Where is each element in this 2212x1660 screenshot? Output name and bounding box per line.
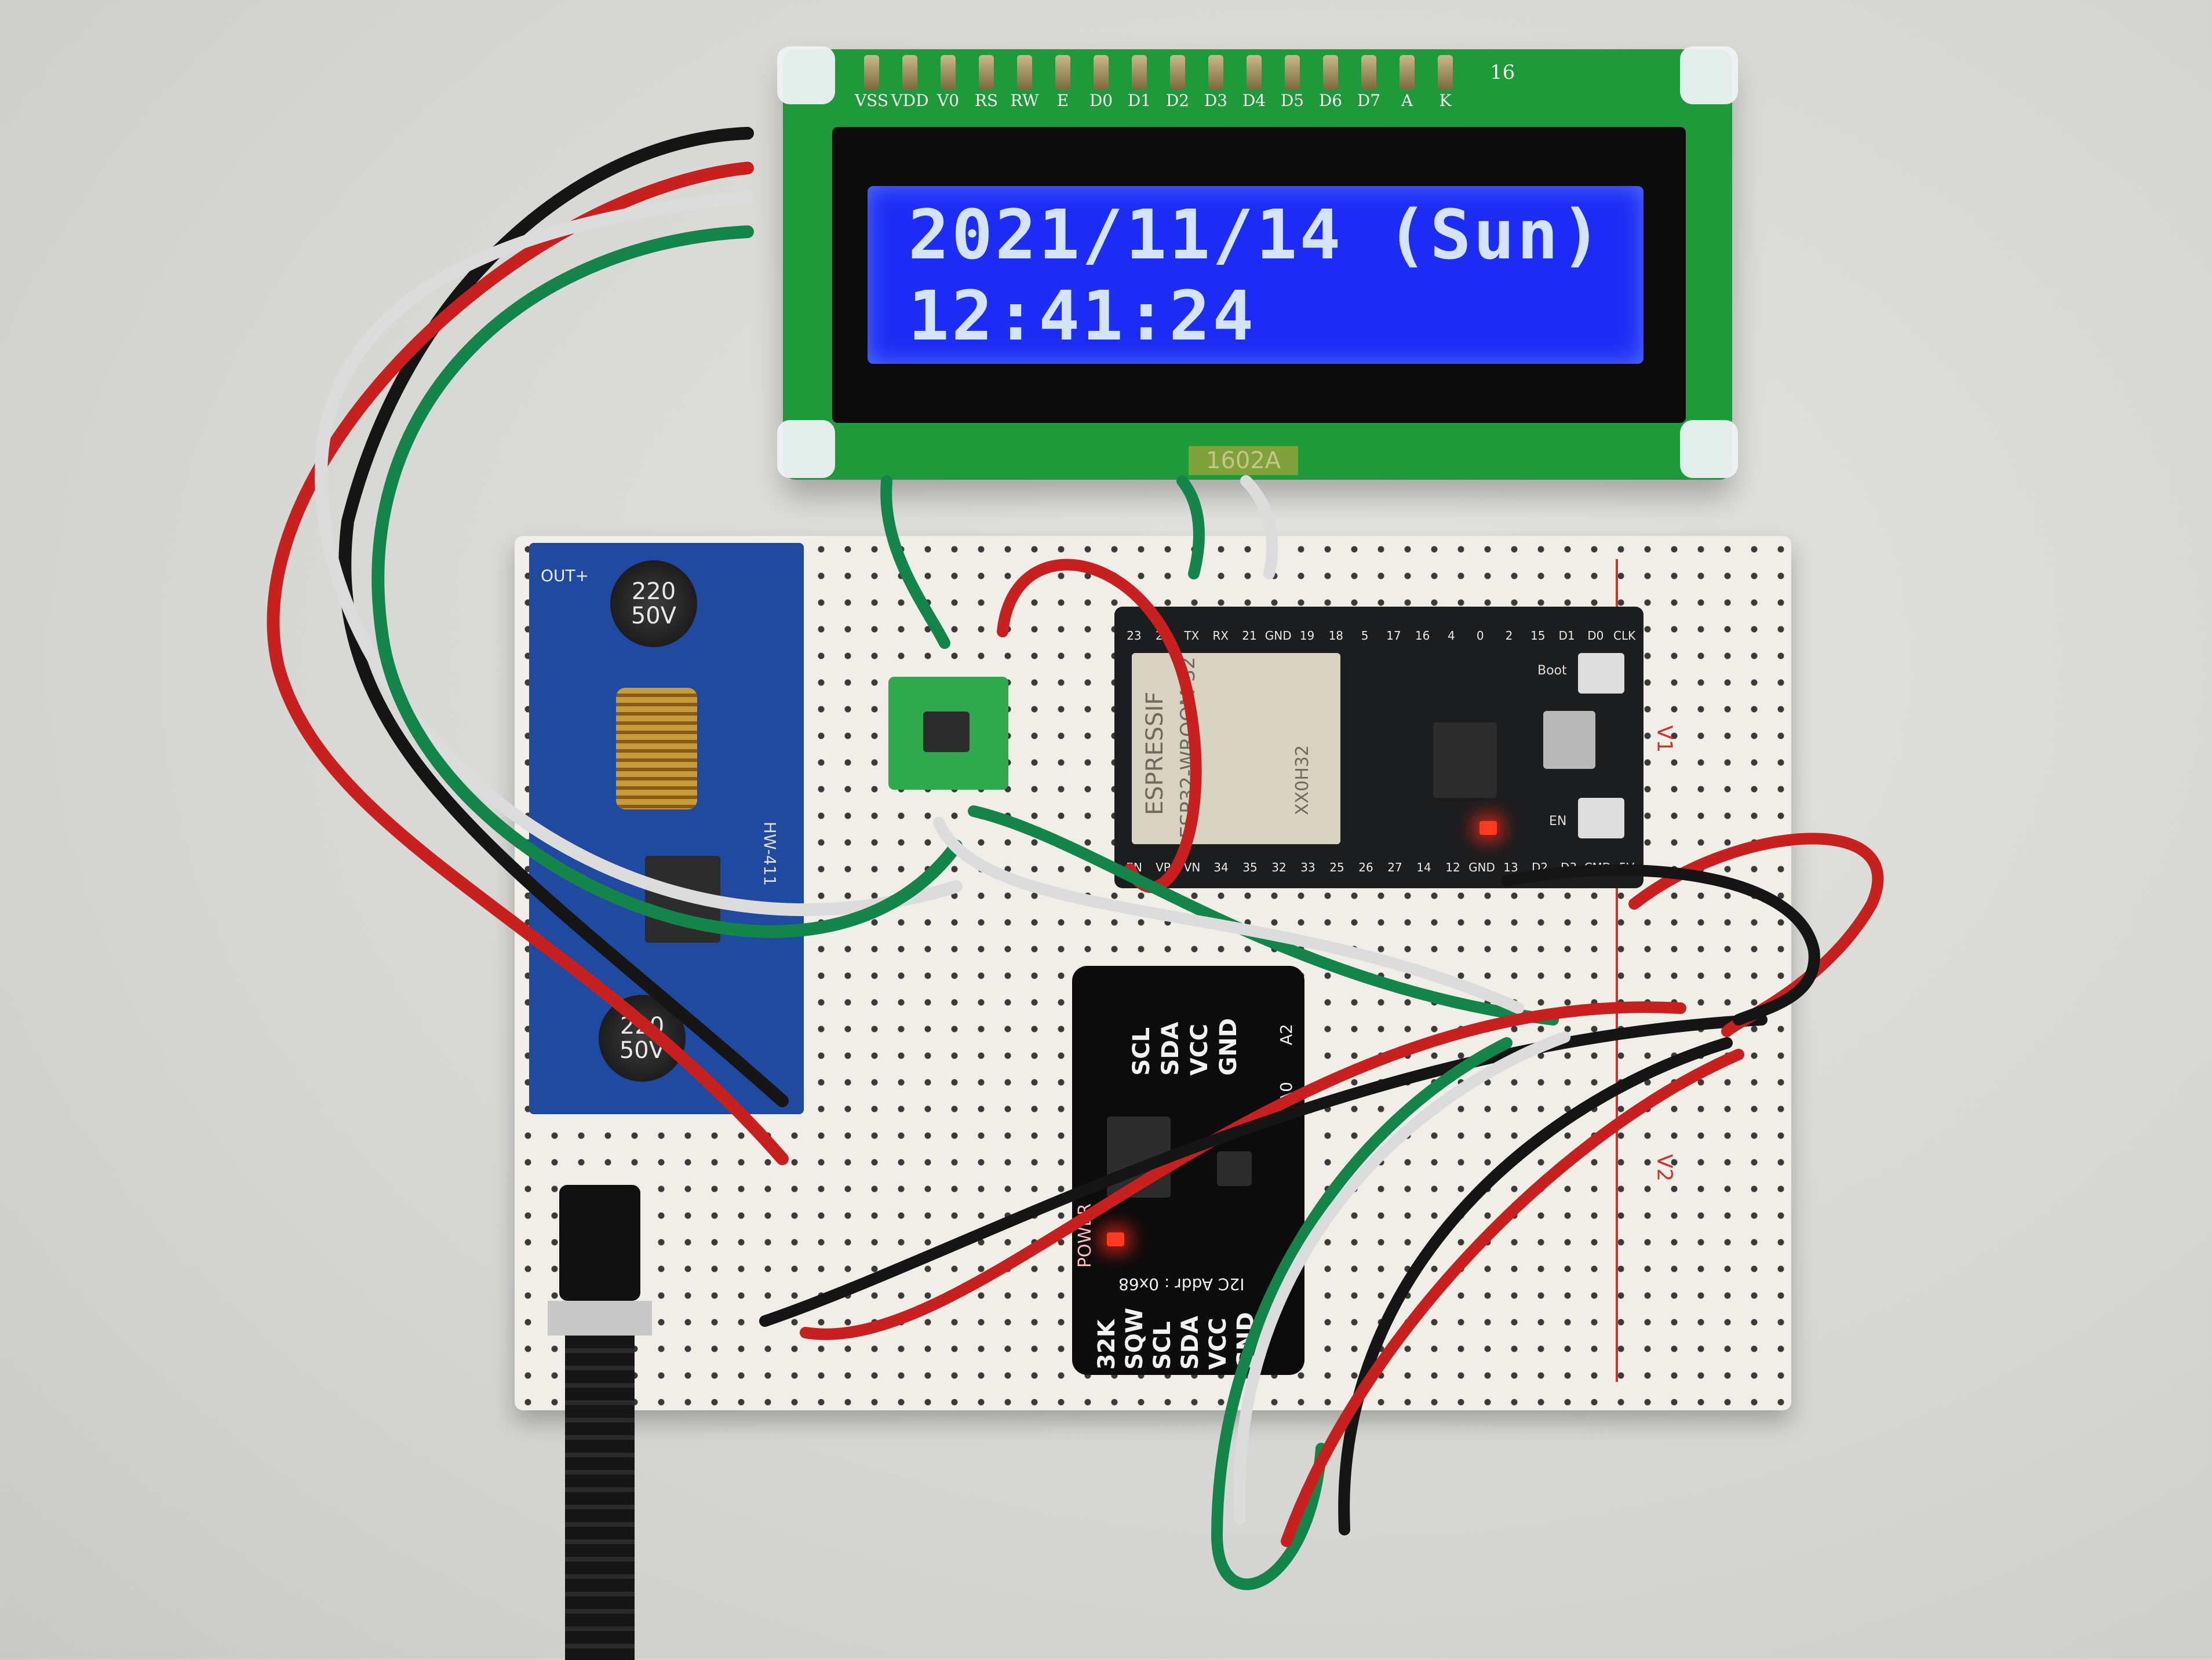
pin-label: 32 [1271,860,1287,874]
wire-white [933,817,1524,1014]
pin-label: 2 [1505,629,1513,643]
pin-label: 33 [1300,860,1315,874]
wire-black [338,127,789,1107]
pin-label: 26 [1358,860,1373,874]
pin-label: RW [1010,91,1039,110]
lcd-header-pins [864,55,1453,90]
pin-label: 21 [1242,629,1257,643]
pin-label: 17 [1386,629,1401,643]
pin-label: D4 [1242,91,1266,110]
power-cable [565,1336,635,1660]
pin-label: D6 [1318,91,1343,110]
usb-uart-chip [1433,723,1497,798]
pin-label: TX [1184,629,1200,643]
wire-green [1176,475,1205,579]
pin-label: D1 [1558,629,1575,643]
capacitor-top: 220 50V [610,560,697,647]
module-chip [923,712,970,752]
pin-label: 5 [1361,629,1369,643]
wire-black [1501,864,1820,1026]
power-rail-line [1616,559,1618,1382]
pin-label: 18 [1328,629,1344,643]
out-label: OUT+ [541,566,589,585]
pin-label: V0 [936,91,960,110]
pin-label: D0 [1587,629,1604,643]
pin-label: VDD [891,91,929,110]
pin-label: VN [1183,860,1201,874]
sensor-module [888,677,1008,790]
pin-count-label: 16 [1490,61,1515,84]
pin-label: 12 [1445,860,1460,874]
wire-red [267,162,789,1165]
pin-label: 13 [1503,860,1518,874]
boot-label: Boot [1537,663,1567,678]
pin-label: RX [1212,629,1229,643]
pin-label: 27 [1387,860,1402,874]
pin-label: D1 [1127,91,1151,110]
pin-label: VSS [854,91,889,110]
wire-white [1234,1031,1570,1524]
standoff [777,420,835,478]
wire-green [968,805,1559,1026]
wire-black [1338,1037,1733,1535]
wire-red [800,1001,1686,1340]
wire-black [759,1014,1768,1327]
micro-usb-port[interactable] [1543,711,1595,769]
pin-label: GND [1468,860,1495,874]
standoff [777,46,835,104]
pin-label: 15 [1530,629,1546,643]
lcd-date-line: 2021/11/14 (Sun) [908,195,1604,275]
pin-label: 25 [1329,860,1344,874]
dc-power-jack [536,1185,663,1660]
lcd-screen: 2021/11/14 (Sun) 12:41:24 [868,186,1643,364]
wire-red [997,559,1202,893]
pin-label: 4 [1448,629,1455,643]
pin-label: 23 [1127,629,1142,643]
pin-label: D2 [1165,91,1190,110]
esp32-wroom-module: ESPRESSIF ESP32-WROOM-32 XX0H32 [1132,653,1340,844]
pin-label: D7 [1357,91,1381,110]
pin-label: VP [1156,860,1171,874]
jack-body [559,1185,640,1301]
lcd-time-line: 12:41:24 [908,276,1256,356]
pin-label: D5 [1280,91,1304,110]
wire-white [1240,475,1278,579]
standoff [1680,46,1738,104]
eeprom-chip [1217,1151,1252,1186]
wire-green [880,475,950,649]
pin-label: CLK [1613,629,1636,643]
pin-label: A [1401,91,1413,110]
inductor-coil [616,688,697,809]
pin-label: 34 [1213,860,1229,874]
wire-red [1281,1049,1744,1547]
wire-white [315,191,963,917]
wire-green [1211,1037,1513,1590]
pin-label: 0 [1476,629,1484,643]
pin-label: K [1439,91,1452,110]
pin-label: D3 [1204,91,1228,110]
lcd-model-label: 1602A [1189,446,1299,475]
pin-label: 19 [1299,629,1315,643]
jack-collar [548,1301,652,1336]
pin-label: 35 [1242,860,1258,874]
power-led [1479,821,1497,835]
pin-label: 16 [1415,629,1430,643]
lcd-bezel: 2021/11/14 (Sun) 12:41:24 [832,127,1686,423]
pin-label: D0 [1089,91,1113,110]
wire-green [371,225,963,938]
en-label: EN [1549,814,1567,829]
buck-converter: 220 50V OUT+ HW-411 220 50V [529,543,804,1114]
boot-button[interactable] [1578,653,1624,694]
standoff [1680,420,1738,478]
pin-label: RS [974,91,999,110]
pin-label: GND [1264,629,1292,643]
en-button[interactable] [1578,798,1624,838]
pin-label: E [1056,91,1069,110]
pin-label: 14 [1416,860,1431,874]
rtc-power-led [1107,1232,1124,1246]
